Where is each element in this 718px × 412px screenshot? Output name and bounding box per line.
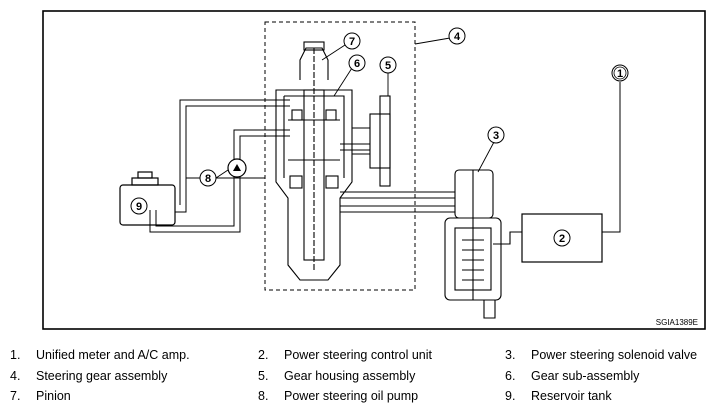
callout-4: 4 <box>448 27 466 45</box>
signal-wire <box>602 82 621 233</box>
callout-9: 9 <box>130 197 148 215</box>
legend-label: Gear housing assembly <box>284 369 416 383</box>
oil-pump <box>227 158 247 178</box>
hydraulic-lines <box>149 99 455 233</box>
control-unit-box <box>521 213 603 263</box>
callout-4-label: 4 <box>454 31 461 43</box>
legend-number: 7. <box>10 389 21 403</box>
legend-number: 1. <box>10 348 21 362</box>
legend-number: 5. <box>258 369 269 383</box>
callout-7: 7 <box>343 32 361 50</box>
callout-2: 2 <box>553 229 571 247</box>
legend-label: Unified meter and A/C amp. <box>36 348 190 362</box>
legend-number: 2. <box>258 348 269 362</box>
legend-number: 3. <box>505 348 516 362</box>
callout-5-label: 5 <box>385 60 391 72</box>
callout-3-label: 3 <box>493 130 499 142</box>
legend-number: 8. <box>258 389 269 403</box>
diagram-frame <box>42 10 706 330</box>
legend-number: 9. <box>505 389 516 403</box>
callout-8: 8 <box>199 169 217 187</box>
callout-8-label: 8 <box>205 173 211 185</box>
legend-number: 4. <box>10 369 21 383</box>
callout-5: 5 <box>379 56 397 74</box>
callout-1: 1 <box>611 64 629 82</box>
steering-gear-body <box>275 41 353 281</box>
legend: 1. Unified meter and A/C amp. 2. Power s… <box>0 340 718 410</box>
callout-1-label: 1 <box>617 68 623 80</box>
callout-6: 6 <box>348 54 366 72</box>
legend-number: 6. <box>505 369 516 383</box>
legend-label: Steering gear assembly <box>36 369 168 383</box>
callouts: 1 2 3 4 5 6 7 8 <box>130 27 629 247</box>
reservoir-tank <box>119 171 176 226</box>
legend-label: Gear sub-assembly <box>531 369 640 383</box>
power-steering-system-diagram: 1 2 3 4 5 6 7 8 <box>42 10 706 330</box>
gear-housing-assembly <box>352 95 391 187</box>
steering-gear-assembly-boundary <box>264 21 416 291</box>
legend-label: Power steering oil pump <box>284 389 419 403</box>
legend-label: Power steering control unit <box>284 348 432 362</box>
leader-lines <box>215 37 495 179</box>
callout-6-label: 6 <box>354 58 360 70</box>
callout-3: 3 <box>487 126 505 144</box>
legend-label: Reservoir tank <box>531 389 612 403</box>
legend-label: Power steering solenoid valve <box>531 348 698 362</box>
callout-2-label: 2 <box>559 233 565 245</box>
figure-code: SGIA1389E <box>656 318 698 327</box>
solenoid-valve <box>444 169 522 319</box>
callout-7-label: 7 <box>349 36 355 48</box>
legend-label: Pinion <box>36 389 71 403</box>
callout-9-label: 9 <box>136 201 142 213</box>
